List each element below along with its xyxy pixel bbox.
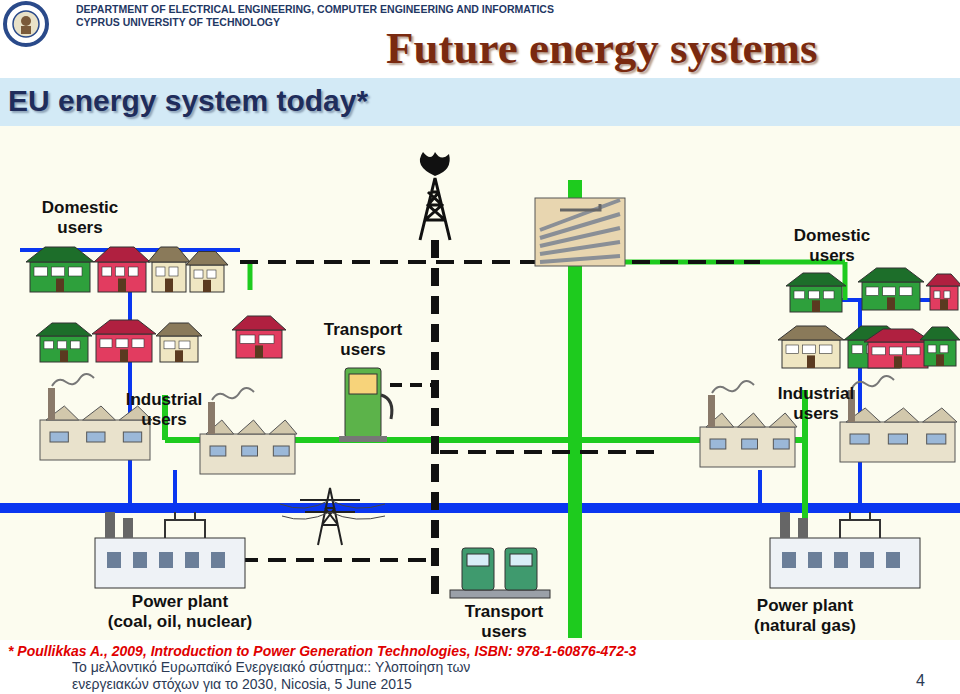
illustrations <box>26 152 960 598</box>
node-heading: Power plant <box>730 596 880 616</box>
house-icon <box>156 323 202 362</box>
house-icon <box>148 247 190 292</box>
node-body: (natural gas) <box>730 616 880 636</box>
oil-line <box>240 558 435 562</box>
user-group-label: Power plant(coal, oil, nuclear) <box>92 592 268 631</box>
subtitle: EU energy system today* <box>8 84 368 118</box>
petrol-pump-icon <box>339 368 392 442</box>
university-header: CYPRUS UNIVERSITY OF TECHNOLOGY <box>76 16 280 28</box>
university-logo <box>5 3 47 45</box>
page-number: 4 <box>916 672 925 690</box>
electricity-line <box>173 470 177 508</box>
node-heading: Domestic users <box>782 226 882 265</box>
house-icon <box>778 326 844 368</box>
node-heading: Power plant <box>92 592 268 612</box>
house-icon <box>920 327 960 366</box>
oil-line <box>240 260 760 264</box>
citation: * Poullikkas A., 2009, Introduction to P… <box>8 643 636 659</box>
house-icon <box>232 316 286 358</box>
house-icon <box>36 323 92 362</box>
user-group-label: Power plant(natural gas) <box>730 596 880 635</box>
house-icon <box>92 320 156 362</box>
oil-line <box>390 383 435 387</box>
gas-line <box>248 262 253 290</box>
department-header: DEPARTMENT OF ELECTRICAL ENGINEERING, CO… <box>76 3 554 15</box>
house-icon <box>26 247 94 292</box>
power-plant-icon <box>95 512 245 588</box>
house-icon <box>94 247 150 292</box>
node-heading: Industrial users <box>108 390 220 429</box>
oil-line <box>431 240 439 598</box>
petrol-pumps-icon <box>450 548 550 598</box>
diagram-ground <box>0 126 960 640</box>
house-icon <box>864 329 932 368</box>
user-group-label: Transport users <box>308 320 418 359</box>
user-group-label: Domestic users <box>30 198 130 237</box>
user-group-label: Industrial users <box>760 384 872 423</box>
user-group-label: Transport users <box>448 602 560 641</box>
factory-icon <box>840 376 957 462</box>
electricity-line <box>758 470 762 508</box>
gas-line <box>843 262 848 300</box>
node-heading: Domestic users <box>30 198 130 237</box>
oil-derrick-icon <box>420 152 450 240</box>
node-heading: Transport users <box>308 320 418 359</box>
energy-network <box>0 180 960 638</box>
node-heading: Transport users <box>448 602 560 641</box>
pipeline-icon <box>535 198 625 266</box>
subtitle-band <box>0 78 960 126</box>
factory-icon <box>40 374 152 460</box>
house-icon <box>186 252 228 293</box>
footer-text: Το μελλοντικό Ευρωπαϊκό Ενεργειακό σύστη… <box>72 659 542 693</box>
factory-icon <box>200 388 297 474</box>
user-group-label: Industrial users <box>108 390 220 429</box>
pylon-icon <box>280 488 385 545</box>
electricity-line <box>0 503 960 513</box>
house-icon <box>858 268 924 310</box>
house-icon <box>926 274 960 310</box>
node-heading: Industrial users <box>760 384 872 423</box>
user-group-label: Domestic users <box>782 226 882 265</box>
power-plant-icon <box>770 512 920 588</box>
oil-line <box>440 450 660 454</box>
house-icon <box>786 273 846 312</box>
slide-title: Future energy systems <box>386 22 818 74</box>
node-body: (coal, oil, nuclear) <box>92 612 268 632</box>
